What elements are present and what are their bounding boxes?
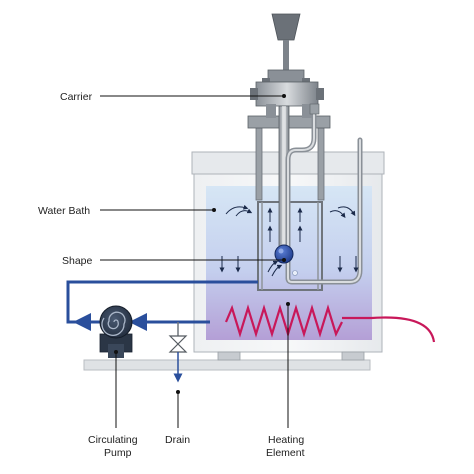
water-bath-label: Water Bath (38, 205, 90, 217)
tank-foot-right (341, 351, 365, 361)
carrier-label: Carrier (60, 91, 93, 103)
tank-foot-left (217, 351, 241, 361)
sensor-tube (285, 103, 363, 285)
leader-lines (100, 94, 290, 428)
convection-arrows (219, 204, 359, 277)
spindle (283, 40, 289, 70)
shape-label: Shape (62, 255, 93, 267)
circulating-pump (99, 305, 133, 358)
base-plate (83, 359, 371, 371)
heating-element-label-line1: Heating (268, 434, 304, 446)
pump-housing (99, 305, 133, 339)
shape-sample (274, 244, 298, 276)
heating-element-label-line2: Element (266, 447, 305, 459)
top-knob (271, 13, 301, 41)
circulating-pump-label-line2: Pump (104, 447, 132, 459)
carrier-block (255, 81, 319, 107)
carrier-assembly (247, 13, 331, 249)
circulation-loop (66, 280, 258, 331)
heating-element (224, 304, 436, 343)
valve-bowtie-icon (168, 335, 188, 353)
circulating-pump-label-line1: Circulating (88, 434, 138, 446)
drain-label: Drain (165, 434, 190, 446)
heater-cable (342, 316, 436, 343)
drain-valve (168, 322, 188, 383)
pump-impeller-icon (101, 311, 126, 336)
